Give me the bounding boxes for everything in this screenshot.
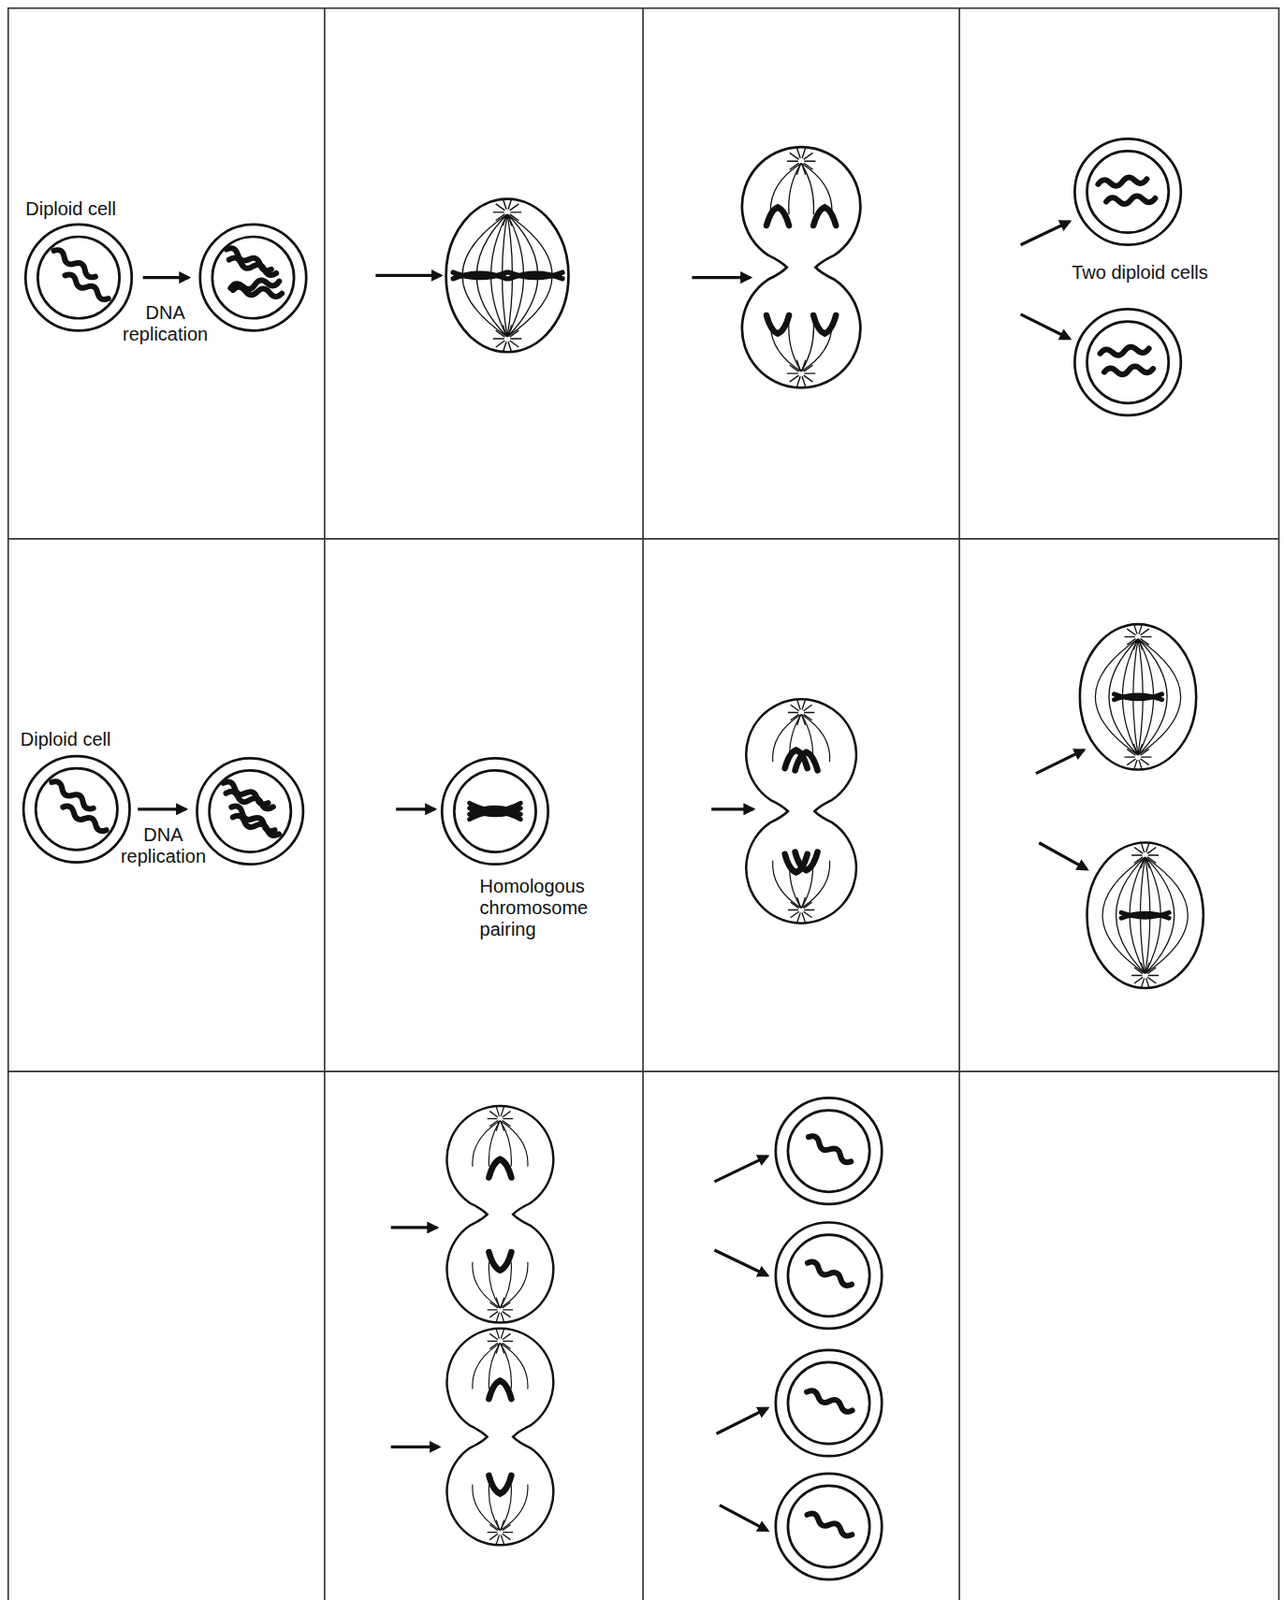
spindle-cell: [1086, 842, 1203, 989]
stage-label: DNA replication: [101, 824, 225, 868]
chromosome: [1104, 364, 1154, 376]
stage-label: Diploid cell: [25, 198, 117, 220]
chromosome: [805, 1388, 854, 1415]
arrows: [137, 221, 1087, 1532]
arrow: [391, 1225, 438, 1229]
cell: [441, 758, 548, 864]
chromosome: [1097, 175, 1148, 189]
dividing-cell: [745, 699, 857, 923]
arrow: [714, 1156, 768, 1182]
arrow: [719, 1505, 768, 1532]
arrow: [375, 274, 441, 278]
cell: [775, 1097, 882, 1204]
spindle-cell: [446, 198, 570, 352]
dividing-cell: [446, 1328, 554, 1547]
panel-border: [323, 8, 326, 1600]
cell: [197, 758, 304, 864]
chromosome: [488, 1475, 511, 1495]
arrow: [1021, 314, 1070, 339]
chromosome: [488, 1159, 511, 1179]
chromosome: [806, 1134, 853, 1166]
chromosome: [488, 1252, 511, 1271]
chromosome: [488, 1381, 511, 1401]
arrow: [1035, 750, 1084, 774]
chromosome: [1113, 694, 1162, 701]
cell: [25, 224, 132, 331]
chromosome: [795, 752, 818, 772]
cell: [23, 756, 130, 862]
panel-border: [8, 538, 1280, 540]
arrow: [714, 1250, 768, 1276]
cell: [775, 1222, 882, 1328]
cell: [775, 1473, 882, 1580]
arrow: [1021, 221, 1070, 246]
mitosis-row: [25, 138, 1182, 416]
chromosome: [232, 814, 281, 838]
chromosome: [766, 206, 789, 226]
chromosome: [228, 256, 278, 278]
arrow: [716, 1408, 769, 1434]
spindle-cell: [1079, 624, 1197, 771]
arrow: [1038, 843, 1087, 870]
arrow: [711, 807, 754, 811]
meiosis-two-row: [446, 1097, 882, 1580]
chromosome: [233, 286, 283, 297]
panel-grid: [8, 8, 1280, 1600]
chromosome: [813, 206, 836, 226]
stage-label: Diploid cell: [20, 729, 112, 751]
cell: [200, 224, 307, 331]
chromosome: [63, 272, 111, 302]
chromosome: [813, 315, 836, 335]
chromosome: [805, 1259, 853, 1288]
panel-border: [958, 8, 961, 1600]
chromosome: [1106, 194, 1156, 205]
arrow: [137, 807, 186, 811]
stage-label: Two diploid cells: [1071, 262, 1209, 284]
chromosome: [61, 803, 109, 833]
chromosome: [766, 315, 789, 335]
paired-chromosomes: [469, 802, 522, 819]
chromosome: [1121, 912, 1169, 919]
meiosis-row: [23, 624, 1204, 989]
chromosome: [509, 272, 563, 279]
panel-border: [642, 8, 644, 1600]
chromosome: [805, 1511, 854, 1538]
cell: [1074, 308, 1181, 415]
panel-border: [8, 8, 1280, 1600]
stage-label: DNA replication: [103, 302, 228, 346]
chromosome: [452, 272, 507, 279]
chromosome: [795, 852, 818, 872]
cell: [775, 1350, 882, 1457]
panel-border: [8, 1070, 1280, 1073]
chromosome: [1099, 345, 1150, 358]
arrow: [391, 1445, 439, 1449]
arrow: [395, 807, 435, 811]
stage-label: Homologous chromosome pairing: [480, 875, 621, 941]
arrow: [143, 276, 190, 279]
arrow: [691, 276, 750, 279]
dividing-cell: [446, 1106, 554, 1324]
cell: [1074, 138, 1181, 245]
dividing-cell: [742, 146, 861, 388]
